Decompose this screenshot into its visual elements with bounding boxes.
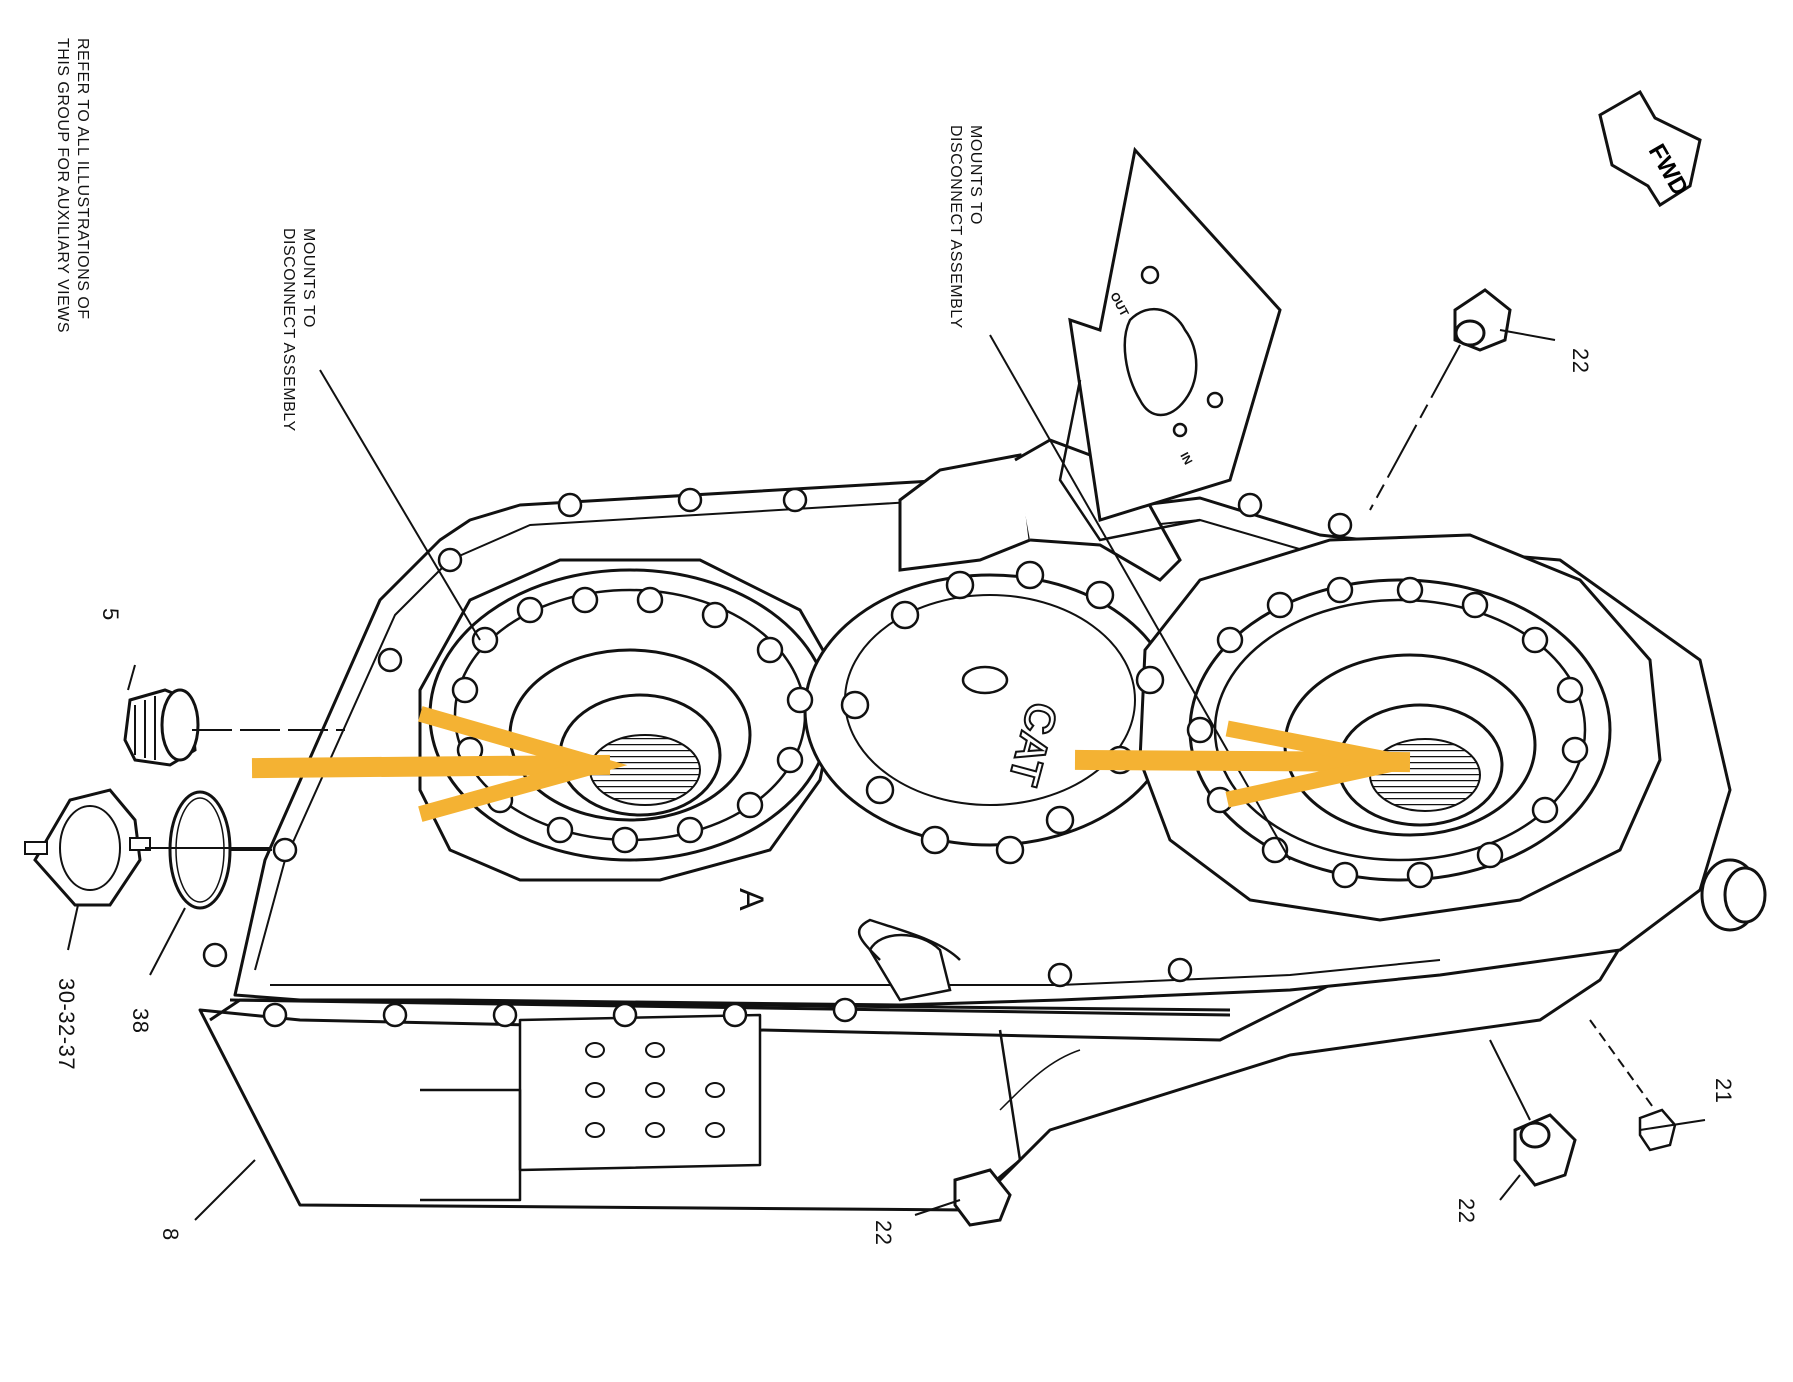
left-output-flange (418, 558, 842, 882)
leader-lines (67, 329, 1706, 1221)
callout-22-bottom-right: 22 (1454, 1198, 1479, 1224)
callout-38: 38 (128, 1008, 153, 1034)
mounts-left-line2: DISCONNECT ASSEMBLY (280, 228, 297, 432)
refer-note-line1: REFER TO ALL ILLUSTRATIONS OF (74, 38, 91, 320)
bolt-heads (202, 487, 1733, 1028)
forward-arrow-icon: FWD (1598, 89, 1702, 208)
mounts-right-line2: DISCONNECT ASSEMBLY (947, 125, 964, 329)
mounts-note-right: MOUNTS TO DISCONNECT ASSEMBLY (945, 125, 985, 329)
mount-pad-holes (585, 1042, 725, 1138)
plug-part-21 (1638, 1108, 1677, 1152)
o-ring-part-38 (168, 790, 232, 910)
plate-in-label: IN (1177, 450, 1195, 467)
highlight-arrows (251, 706, 1411, 822)
highlight-arrow-right (1074, 720, 1411, 808)
right-output-flange (1138, 533, 1662, 922)
cover-plate-part-30 (24, 788, 151, 907)
callout-8: 8 (158, 1228, 183, 1241)
mounts-note-left: MOUNTS TO DISCONNECT ASSEMBLY (278, 228, 318, 432)
callout-30-32-37: 30-32-37 (54, 978, 79, 1071)
highlight-arrow-left (251, 706, 628, 822)
plug-part-5 (123, 688, 200, 767)
refer-note: REFER TO ALL ILLUSTRATIONS OF THIS GROUP… (52, 38, 92, 333)
view-label: A (732, 888, 770, 911)
callout-22-bottom-mid: 22 (871, 1220, 896, 1246)
disconnect-plate-detail: OUT IN (1107, 265, 1224, 467)
breather-assembly (858, 918, 1081, 1111)
mounts-left-line1: MOUNTS TO (300, 228, 317, 328)
center-cover: CAT (803, 573, 1177, 847)
mounts-right-line1: MOUNTS TO (967, 125, 984, 225)
refer-note-line2: THIS GROUP FOR AUXILIARY VIEWS (54, 38, 71, 334)
plug-part-22-bottom-right (1513, 1113, 1577, 1187)
right-side-plug (1700, 858, 1767, 932)
callout-5: 5 (98, 608, 123, 621)
callout-21: 21 (1711, 1078, 1736, 1104)
callout-22-top: 22 (1568, 348, 1593, 374)
plug-part-22-top (1453, 288, 1512, 352)
bolt-part-22-bottom-mid (953, 1168, 1012, 1227)
